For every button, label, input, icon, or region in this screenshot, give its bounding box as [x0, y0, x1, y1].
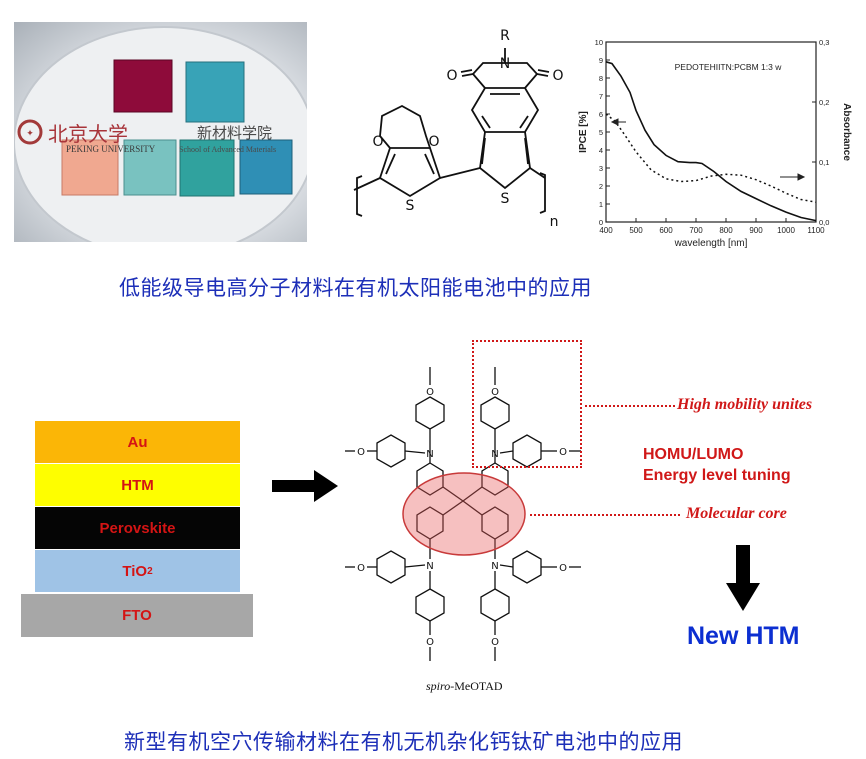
methoxy-oxygen: O — [491, 387, 499, 398]
film-sample-green — [179, 139, 235, 197]
university-seal — [17, 119, 43, 145]
methoxy-oxygen: O — [426, 387, 434, 398]
leader-line-high-mobility — [585, 405, 675, 407]
university-logo-en: PEKING UNIVERSITY — [66, 144, 156, 154]
photo-illustration: ✦ — [14, 26, 307, 242]
y-tick-label-left: 9 — [599, 56, 603, 65]
layer-au: Au — [35, 421, 240, 463]
x-tick-label: 500 — [629, 226, 643, 235]
carbonyl-oxygen-right: O — [552, 68, 563, 84]
university-logo-cn: 北京大学 — [48, 122, 128, 146]
label-high-mobility: High mobility unites — [677, 396, 813, 413]
molecule-name: spiro-MeOTAD — [426, 679, 503, 693]
arrow-head-right-icon — [797, 173, 806, 181]
high-mobility-highlight-box — [472, 340, 582, 468]
y-tick-label-left: 3 — [599, 164, 603, 173]
layer-perovskite: Perovskite — [35, 507, 240, 549]
layer-fto: FTO — [21, 594, 253, 637]
film-sample-mint — [123, 139, 177, 196]
right-arrow-icon — [272, 470, 338, 502]
y-tick-label-left: 5 — [599, 128, 603, 137]
x-tick-label: 700 — [689, 226, 703, 235]
chart-y-axis-label-left: IPCE [%] — [578, 111, 589, 153]
sulfur-label-right: S — [501, 191, 510, 207]
molecular-core-highlight — [402, 472, 526, 556]
ipce-chart: 400 500 600 700 800 900 1000 1100 0 1 2 3 4 5 6 7 8 9 10 0,… — [578, 38, 852, 249]
label-energy-level: Energy level tuning — [643, 467, 791, 484]
caption-top: 低能级导电高分子材料在有机太阳能电池中的应用 — [119, 276, 592, 300]
film-sample-salmon — [61, 139, 119, 196]
y-tick-label-right: 0,2 — [819, 98, 829, 107]
amine-nitrogen: N — [426, 449, 433, 460]
chart-y-axis-label-right: Absorbance — [841, 103, 852, 161]
layer-htm: HTM — [35, 464, 240, 506]
spiro-meotad-structure: O O O O N N N N O O O O — [345, 367, 581, 661]
arrow-head-left-icon — [610, 118, 619, 126]
y-tick-label-right: 0,0 — [819, 218, 829, 227]
x-tick-label: 900 — [749, 226, 763, 235]
down-arrow-icon — [726, 545, 760, 611]
amine-nitrogen: N — [426, 561, 433, 572]
svg-text:✦: ✦ — [26, 129, 34, 139]
series-ipce-line — [605, 61, 817, 222]
methoxy-oxygen: O — [491, 637, 499, 648]
x-tick-label: 400 — [599, 226, 613, 235]
film-sample-teal — [185, 61, 245, 123]
methoxy-oxygen: O — [357, 563, 365, 574]
ether-oxygen-right: O — [428, 134, 439, 150]
y-tick-label-left: 10 — [595, 38, 603, 47]
film-sample-crimson — [113, 59, 173, 113]
x-tick-label: 1000 — [777, 226, 795, 235]
y-tick-label-left: 7 — [599, 92, 603, 101]
methoxy-oxygen: O — [559, 563, 567, 574]
methoxy-oxygen: O — [426, 637, 434, 648]
y-tick-label-right: 0,1 — [819, 158, 829, 167]
label-new-htm: New HTM — [687, 622, 800, 650]
y-tick-label-left: 2 — [599, 182, 603, 191]
sulfur-label-left: S — [406, 198, 415, 214]
x-tick-label: 600 — [659, 226, 673, 235]
y-tick-label-left: 0 — [599, 218, 603, 227]
repeat-unit-label: n — [550, 214, 559, 230]
y-tick-label-left: 4 — [599, 146, 603, 155]
amine-nitrogen: N — [491, 561, 498, 572]
school-name-en: School of Advanced Materials — [179, 145, 277, 154]
chart-plot-frame — [605, 41, 817, 223]
ether-oxygen-left: O — [372, 134, 383, 150]
label-molecular-core: Molecular core — [686, 505, 787, 522]
amine-nitrogen: N — [491, 449, 498, 460]
methoxy-oxygen: O — [559, 447, 567, 458]
series-absorbance-line — [605, 113, 817, 203]
school-name-cn: 新材料学院 — [197, 124, 273, 142]
y-tick-label-left: 1 — [599, 200, 603, 209]
methoxy-oxygen: O — [357, 447, 365, 458]
r-group-label: R — [500, 28, 510, 44]
imide-nitrogen-label: N — [500, 56, 510, 72]
chart-x-axis-label: wavelength [nm] — [674, 238, 748, 249]
sample-photo: ✦ 北京大学 PEKING UNIVERSITY 新材料学院 School of… — [14, 22, 307, 242]
y-tick-label-left: 8 — [599, 74, 603, 83]
label-homo-lumo: HOMU/LUMO — [643, 446, 744, 463]
carbonyl-oxygen-left: O — [446, 68, 457, 84]
film-sample-blue — [239, 139, 293, 195]
x-tick-label: 1100 — [807, 226, 825, 235]
y-tick-label-right: 0,3 — [819, 38, 829, 47]
chart-title: PEDOTEHIITN:PCBM 1:3 w — [675, 62, 783, 72]
caption-bottom: 新型有机空穴传输材料在有机无机杂化钙钛矿电池中的应用 — [124, 730, 683, 754]
y-tick-label-left: 6 — [599, 110, 603, 119]
polymer-structure: R N O O O O S S n — [353, 28, 564, 230]
leader-line-core — [530, 514, 680, 516]
x-tick-label: 800 — [719, 226, 733, 235]
